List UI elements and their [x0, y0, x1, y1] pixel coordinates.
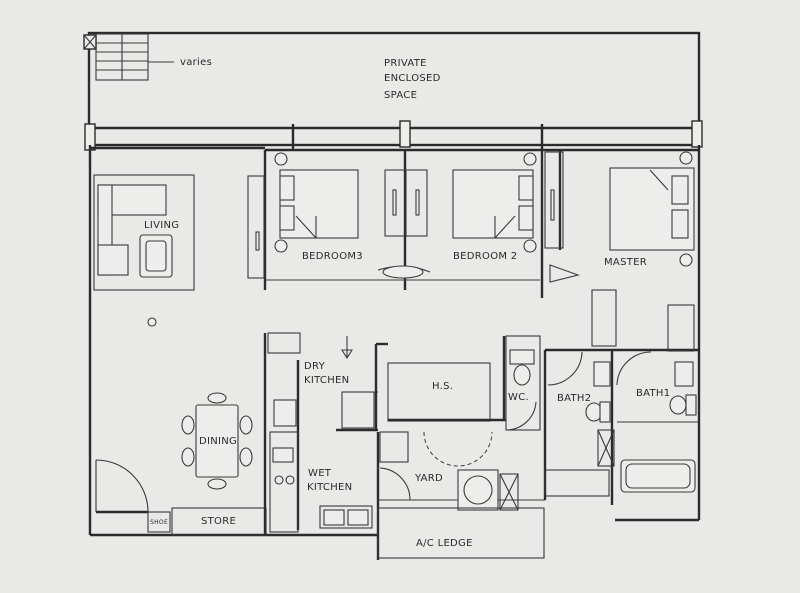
label-hs: H.S. [432, 381, 453, 392]
label-dry-kitchen-2: KITCHEN [304, 375, 349, 386]
label-dining: DINING [199, 436, 237, 447]
dry-kitchen-counter [273, 336, 375, 429]
label-store: STORE [201, 516, 236, 527]
master-bed [609, 151, 695, 267]
bedroom3-bed [274, 152, 359, 253]
ac-ledge [377, 507, 545, 559]
label-shoe: SHOE [150, 519, 168, 526]
bedroom2-bed [452, 152, 537, 253]
wc-room [505, 335, 541, 431]
label-private-3: SPACE [384, 90, 417, 101]
label-bedroom2: BEDROOM 2 [453, 251, 517, 262]
dining-table [181, 392, 253, 490]
column-3 [691, 120, 703, 148]
label-bedroom3: BEDROOM3 [302, 251, 363, 262]
bedroom3-door [377, 265, 431, 279]
label-wet-kitchen-1: WET [308, 468, 332, 479]
label-wc: WC. [508, 392, 529, 403]
bath2-fixtures [544, 351, 615, 497]
household-shelter [374, 336, 506, 430]
bedroom3-wardrobe [247, 175, 265, 279]
staircase [95, 33, 174, 81]
private-enclosed-space [87, 31, 701, 147]
corner-column-icon [83, 34, 97, 50]
label-master: MASTER [604, 257, 647, 268]
wet-kitchen-counter [269, 431, 373, 533]
label-wet-kitchen-2: KITCHEN [307, 482, 352, 493]
bedroom2-wardrobe [384, 169, 428, 237]
label-private-1: PRIVATE [384, 58, 427, 69]
label-private-2: ENCLOSED [384, 73, 441, 84]
bedroom-walls [263, 124, 699, 298]
shoe-cabinet [147, 511, 171, 533]
coffee-table [139, 234, 173, 278]
master-door [549, 264, 580, 283]
main-entrance-door [95, 459, 149, 514]
label-yard: YARD [414, 473, 443, 484]
label-living: LIVING [144, 220, 179, 231]
label-bath1: BATH1 [636, 388, 670, 399]
label-bath2: BATH2 [557, 393, 591, 404]
column-2 [399, 120, 411, 148]
bath1-fixtures [616, 351, 699, 493]
label-varies: varies [180, 57, 212, 68]
master-wardrobe [544, 151, 564, 249]
living-sofa [93, 174, 195, 291]
label-dry-kitchen-1: DRY [304, 361, 326, 372]
plant-icon [147, 317, 157, 327]
label-ac-ledge: A/C LEDGE [416, 538, 473, 549]
